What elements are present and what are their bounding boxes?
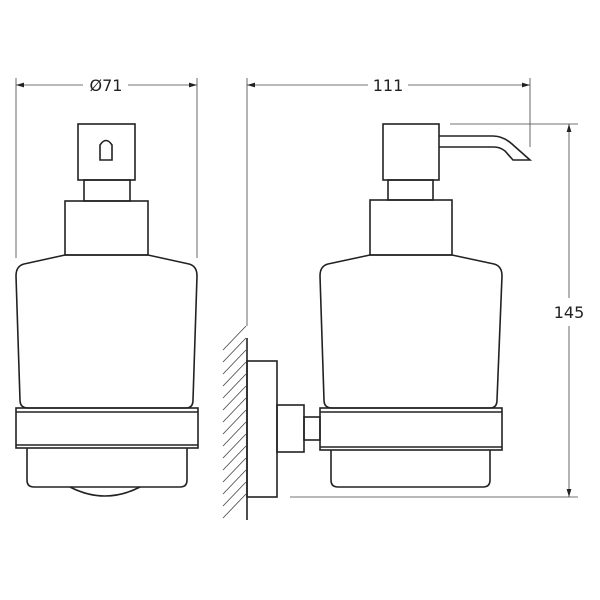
hatch-line — [222, 397, 247, 423]
mount-arm — [276, 404, 305, 453]
height-dimension-label: 145 — [554, 303, 585, 322]
hatch-line — [222, 349, 247, 375]
bottom-dome — [69, 486, 141, 497]
diameter-dimension-label: Ø71 — [90, 76, 123, 95]
front-view: Ø71 — [15, 76, 199, 497]
hatch-line — [222, 469, 247, 495]
bottle-body — [319, 254, 503, 409]
holder-cup — [26, 448, 188, 488]
pump-nozzle-opening — [99, 139, 113, 161]
hatch-line — [222, 373, 247, 399]
hatch-line — [222, 421, 247, 447]
pump-spout — [439, 135, 533, 161]
pump-collar — [64, 200, 149, 256]
pump-neck — [83, 179, 131, 202]
depth-dimension-label: 111 — [373, 76, 404, 95]
side-view: 111 145 — [222, 76, 585, 520]
pump-head — [77, 123, 136, 181]
hatch-line — [222, 325, 247, 351]
pump-head — [382, 123, 440, 181]
pump-collar — [369, 199, 453, 256]
wall-hatching — [222, 325, 248, 520]
hatch-line — [222, 361, 247, 387]
hatch-line — [222, 385, 247, 411]
hatch-line — [222, 433, 247, 459]
hatch-line — [222, 337, 247, 363]
pump-neck — [387, 179, 434, 201]
bottle-body — [15, 254, 198, 409]
holder-cup — [330, 450, 491, 488]
hatch-line — [222, 445, 247, 471]
hatch-line — [222, 457, 247, 483]
holder-band — [15, 407, 199, 449]
hatch-line — [222, 493, 247, 519]
wall-mount-plate — [246, 360, 278, 498]
hatch-line — [222, 481, 247, 507]
hatch-line — [222, 409, 247, 435]
mount-stub — [303, 416, 321, 441]
holder-band — [319, 407, 503, 451]
